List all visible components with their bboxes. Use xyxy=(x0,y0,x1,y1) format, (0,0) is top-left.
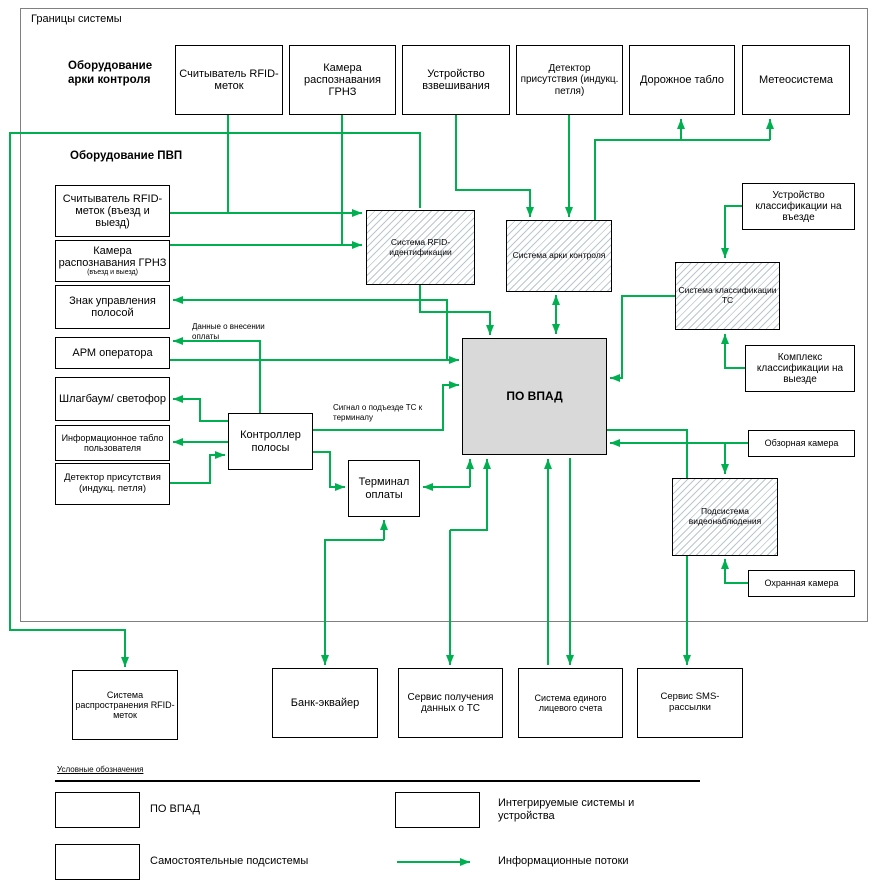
node-label: Система единого лицевого счета xyxy=(534,692,607,713)
legend-rule xyxy=(55,780,700,782)
node-arch-presence-detector: Детектор присутствия (индукц. петля) xyxy=(516,45,623,115)
node-sublabel: (въезд и выезд) xyxy=(87,269,138,277)
node-label: Устройство классификации на въезде xyxy=(755,189,842,224)
node-lane-controller: Контроллер полосы xyxy=(228,413,313,470)
node-barrier-traffic-light: Шлагбаум/ светофор xyxy=(55,377,170,421)
node-label: Сервис получения данных о ТС xyxy=(407,691,494,714)
legend-flows-label: Информационные потоки xyxy=(498,855,629,868)
node-arch-control-system: Система арки контроля xyxy=(506,220,612,292)
node-label: Шлагбаум/ светофор xyxy=(58,392,166,405)
node-payment-terminal: Терминал оплаты xyxy=(348,460,420,517)
node-label: Контроллер полосы xyxy=(240,429,301,454)
node-label: Камера распознавания ГРНЗ xyxy=(304,61,381,99)
node-rfid-distribution-system: Система распространения RFID-меток xyxy=(72,670,178,740)
node-exit-classification-complex: Комплекс классификации на выезде xyxy=(745,345,855,392)
node-label: Считыватель RFID-меток (въезд и выезд) xyxy=(62,192,163,230)
node-bank-acquirer: Банк-эквайер xyxy=(272,668,378,738)
node-label: Система арки контроля xyxy=(512,250,606,261)
node-video-surveillance-subsystem: Подсистема видеонаблюдения xyxy=(672,478,778,556)
node-weather-system: Метеосистема xyxy=(742,45,850,115)
group-title-arch: Оборудование арки контроля xyxy=(68,60,153,86)
edge-label-payment-info: Данные о внесении оплаты xyxy=(192,322,265,341)
node-pvp-rfid-reader: Считыватель RFID-меток (въезд и выезд) xyxy=(55,185,170,237)
node-label: Сервис SMS-рассылки xyxy=(660,691,720,713)
legend-integrated-label: Интегрируемые системы и устройства xyxy=(498,796,635,822)
node-po-vpad: ПО ВПАД xyxy=(462,338,607,455)
node-arch-plate-camera: Камера распознавания ГРНЗ xyxy=(289,45,396,115)
legend-po-vpad-swatch xyxy=(55,792,140,828)
node-label: ПО ВПАД xyxy=(506,388,563,403)
node-rfid-identification-system: Система RFID-идентификации xyxy=(366,210,475,285)
node-lane-sign: Знак управления полосой xyxy=(55,285,170,329)
node-label: Система классификации ТС xyxy=(678,285,777,305)
node-label: Метеосистема xyxy=(758,73,834,86)
node-label: Система RFID-идентификации xyxy=(389,236,452,257)
node-label: Банк-эквайер xyxy=(290,696,360,709)
group-title-pvp: Оборудование ПВП xyxy=(70,150,183,162)
node-pvp-plate-camera: Камера распознавания ГРНЗ(въезд и выезд) xyxy=(55,240,170,282)
legend-po-vpad-label: ПО ВПАД xyxy=(150,803,200,816)
legend-subsystems-swatch xyxy=(55,844,140,880)
node-label: Информационное табло пользователя xyxy=(61,432,164,453)
legend-title: Условные обозначения xyxy=(57,765,144,774)
node-weighing-device: Устройство взвешивания xyxy=(402,45,510,115)
node-vehicle-data-service: Сервис получения данных о ТС xyxy=(398,668,503,738)
node-label: Дорожное табло xyxy=(639,73,725,86)
node-vehicle-classification-system: Система классификации ТС xyxy=(675,262,780,330)
node-label: Камера распознавания ГРНЗ xyxy=(58,244,167,270)
node-label: Детектор присутствия (индукц. петля) xyxy=(520,63,619,97)
boundary-label: Границы системы xyxy=(31,13,122,25)
node-label: Знак управления полосой xyxy=(69,294,156,319)
node-arch-rfid-reader: Считыватель RFID-меток xyxy=(175,45,283,115)
node-unified-account-system: Система единого лицевого счета xyxy=(518,668,623,738)
node-label: АРМ оператора xyxy=(72,346,153,359)
node-road-display: Дорожное табло xyxy=(629,45,735,115)
legend-subsystems-label: Самостоятельные подсистемы xyxy=(150,855,309,868)
node-overview-camera: Обзорная камера xyxy=(748,430,855,457)
node-label: Охранная камера xyxy=(764,578,839,589)
node-operator-workstation: АРМ оператора xyxy=(55,337,170,369)
node-user-info-board: Информационное табло пользователя xyxy=(55,425,170,461)
node-security-camera: Охранная камера xyxy=(748,570,855,597)
node-label: Считыватель RFID-меток xyxy=(179,67,279,92)
edge-label-approach-signal: Сигнал о подъезде ТС к терминалу xyxy=(333,403,423,422)
node-label: Обзорная камера xyxy=(764,438,839,449)
legend-integrated-swatch xyxy=(395,792,480,828)
node-label: Комплекс классификации на выезде xyxy=(756,351,844,386)
node-sms-service: Сервис SMS-рассылки xyxy=(637,668,743,738)
node-label: Терминал оплаты xyxy=(358,476,410,501)
node-label: Детектор присутствия (индукц. петля) xyxy=(64,472,161,494)
node-entry-classification-device: Устройство классификации на въезде xyxy=(742,183,855,230)
node-label: Система распространения RFID-меток xyxy=(75,689,175,721)
node-label: Устройство взвешивания xyxy=(422,67,490,92)
node-pvp-presence-detector: Детектор присутствия (индукц. петля) xyxy=(55,463,170,505)
node-label: Подсистема видеонаблюдения xyxy=(688,506,762,526)
